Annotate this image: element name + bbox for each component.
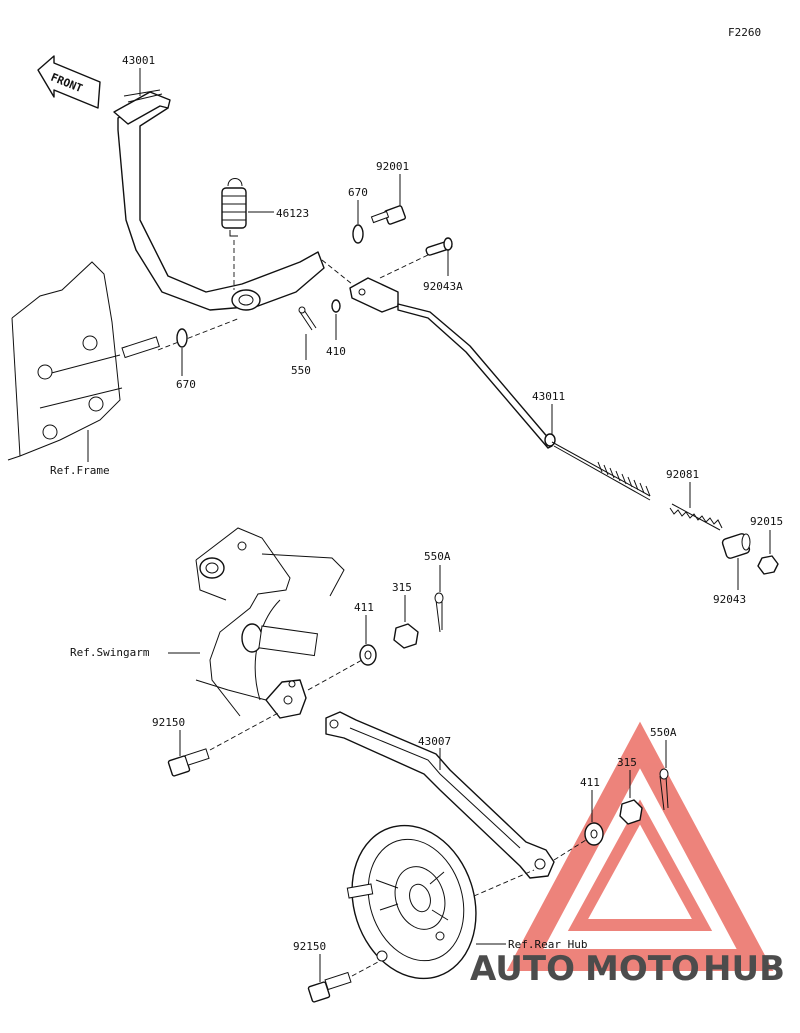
part-label-43011: 43011 [532, 390, 565, 403]
frame-outline [7, 261, 241, 461]
part-label-550a-top: 550A [424, 550, 451, 563]
brake-pedal [113, 89, 325, 311]
cotter-pin-550a-bottom [659, 768, 669, 811]
nut-92015 [757, 555, 779, 575]
watermark-word-moto: MOTO [585, 949, 700, 989]
part-label-411-bottom: 411 [580, 776, 600, 789]
part-label-315-top: 315 [392, 581, 412, 594]
cotter-pin-550a-top [434, 592, 444, 633]
part-label-550: 550 [291, 364, 311, 377]
part-label-670-left: 670 [176, 378, 196, 391]
bolt-92001 [370, 205, 406, 225]
part-label-92081: 92081 [666, 468, 699, 481]
torque-link-43007 [325, 711, 555, 879]
washer-410 [331, 299, 341, 313]
part-label-46123: 46123 [276, 207, 309, 220]
watermark-logo: AUTO MOTO HUB [470, 721, 785, 989]
washer-670-left [176, 328, 188, 348]
swingarm-outline [195, 527, 345, 717]
rear-hub-brake-panel [346, 824, 535, 980]
part-label-92150-bottom: 92150 [293, 940, 326, 953]
ref-rear-hub-label: Ref.Rear Hub [508, 938, 587, 951]
washer-670-right [352, 224, 364, 244]
part-label-92001: 92001 [376, 160, 409, 173]
part-label-670-right: 670 [348, 186, 368, 199]
watermark-word-auto: AUTO [470, 949, 575, 989]
part-label-315-bottom: 315 [617, 756, 637, 769]
front-arrow-icon: FRONT [37, 55, 101, 109]
cotter-pin-550 [298, 306, 317, 331]
watermark-word-hub: HUB [703, 949, 785, 989]
rod-thread [597, 461, 651, 497]
return-spring [221, 178, 247, 290]
figure-code: F2260 [728, 26, 761, 39]
ref-swingarm-label: Ref.Swingarm [70, 646, 150, 659]
part-label-92043a: 92043A [423, 280, 463, 293]
part-label-410: 410 [326, 345, 346, 358]
part-label-411-top: 411 [354, 601, 374, 614]
part-label-92043: 92043 [713, 593, 746, 606]
torque-link-bracket [265, 679, 307, 719]
part-label-43001: 43001 [122, 54, 155, 67]
part-label-550a-bottom: 550A [650, 726, 677, 739]
part-label-92150-top: 92150 [152, 716, 185, 729]
brake-rod [397, 303, 651, 501]
nut-315-bottom [619, 799, 643, 825]
ref-frame-label: Ref.Frame [50, 464, 110, 477]
bolt-92150-bottom [307, 961, 379, 1003]
rod-spring-92081 [669, 503, 723, 531]
nut-315-top [393, 623, 419, 649]
bolt-92150-top [167, 711, 281, 777]
part-label-92015: 92015 [750, 515, 783, 528]
joint-92043 [721, 533, 751, 559]
pin-92043a [425, 237, 453, 256]
part-label-43007: 43007 [418, 735, 451, 748]
